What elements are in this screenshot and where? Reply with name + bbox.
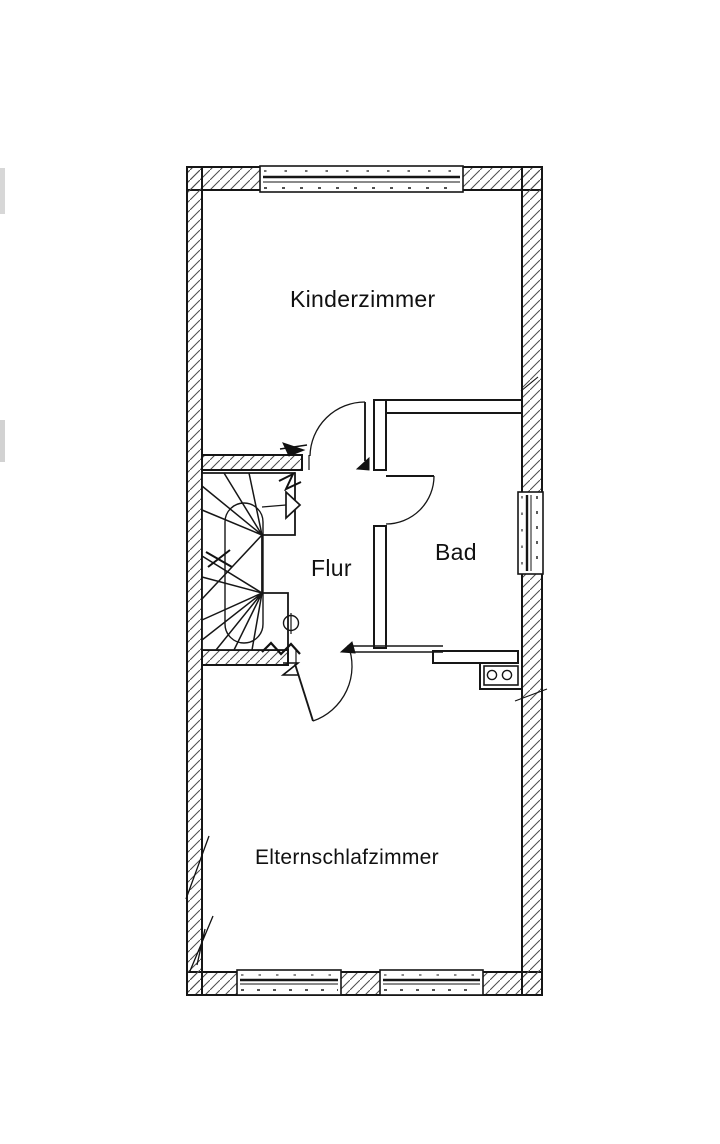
- elternschlafzimmer-door-leaf: [294, 663, 314, 722]
- staircase: [201, 472, 302, 651]
- staircase-treads-lower: [201, 555, 263, 651]
- wall-tick-right: [520, 376, 539, 392]
- stair-direction-arrow-icon: [285, 490, 302, 520]
- kinderzimmer-door-arc: [309, 401, 366, 457]
- elternschlafzimmer-door-swing: [294, 644, 353, 722]
- top-window: [259, 165, 464, 193]
- wall-flur-south-thin: [347, 645, 443, 653]
- wall-bad-south: [432, 650, 519, 664]
- hinge-mark-top-door-leaf: [355, 456, 370, 471]
- outer-wall-left: [186, 166, 203, 996]
- bad-door-arc: [385, 475, 435, 525]
- wall-kinderzimmer-south: [201, 454, 303, 471]
- right-window: [517, 491, 544, 575]
- wall-break-left-2: [189, 915, 214, 972]
- washbasin-bowl-left: [486, 669, 498, 681]
- wall-bad-west-lower: [373, 525, 387, 649]
- kinderzimmer-door-swing: [309, 401, 366, 461]
- wall-bad-west-upper: [373, 399, 387, 471]
- walking-line-connector: [261, 504, 287, 508]
- room-label-bad: Bad: [435, 539, 477, 565]
- bottom-window-right: [379, 969, 484, 996]
- staircase-treads-upper: [201, 472, 263, 600]
- hinge-mark-bedroom-door: [339, 641, 356, 654]
- scribble-stair-left: [205, 549, 233, 568]
- bad-door-swing: [385, 475, 435, 525]
- wall-bad-north: [373, 399, 523, 414]
- alcove-wall: [479, 663, 522, 690]
- wall-stair-south: [201, 649, 289, 666]
- interior-walls: [201, 399, 523, 666]
- room-label-elternschlafzimmer: Elternschlafzimmer: [255, 846, 439, 869]
- wall-break-left-1: [185, 835, 210, 900]
- room-label-kinderzimmer: Kinderzimmer: [290, 286, 436, 312]
- scan-edge-artifact: [0, 168, 5, 214]
- washbasin-icon: [483, 665, 519, 686]
- scribble-stair-notch: [278, 471, 302, 492]
- scan-edge-artifact: [0, 420, 5, 462]
- washbasin-bowl-right: [501, 669, 513, 681]
- staircase-walking-line: [224, 502, 264, 644]
- washbasin-alcove: [479, 663, 522, 690]
- door-jambs: [295, 455, 310, 664]
- room-label-flur: Flur: [311, 555, 352, 581]
- outer-wall-right: [521, 166, 543, 996]
- elternschlafzimmer-door-arc: [312, 644, 353, 722]
- jamb-mark-bedroom-door: [280, 662, 301, 676]
- scan-scribbles: [185, 376, 548, 972]
- bottom-window-left: [236, 969, 342, 996]
- scribble-stair-bottom: [261, 641, 301, 656]
- wall-break-right: [514, 688, 548, 702]
